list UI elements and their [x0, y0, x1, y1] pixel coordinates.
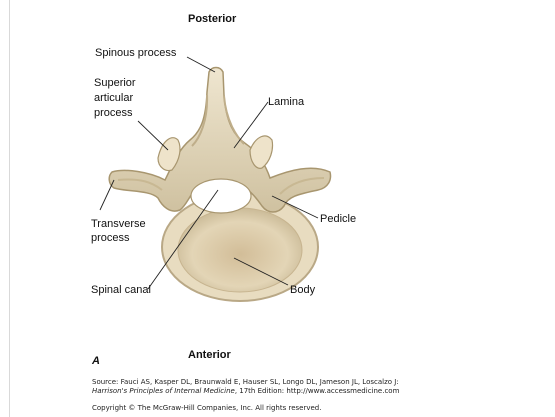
anterior-label: Anterior — [188, 349, 231, 362]
superior-articular-label-line1: Superior — [94, 77, 136, 90]
superior-articular-label-line2: articular — [94, 92, 133, 105]
transverse-process-label-line1: Transverse — [91, 218, 146, 231]
transverse-process-label-line2: process — [91, 232, 130, 245]
superior-articular-label-line3: process — [94, 107, 133, 120]
source-line-1: Source: Fauci AS, Kasper DL, Braunwald E… — [92, 378, 399, 387]
spinal-canal-label: Spinal canal — [91, 284, 151, 297]
lamina-label: Lamina — [268, 96, 304, 109]
spinous-process-label: Spinous process — [95, 47, 176, 60]
body-label: Body — [290, 284, 315, 297]
book-title: Harrison's Principles of Internal Medici… — [92, 387, 235, 395]
leader-superior-articular — [138, 121, 168, 150]
leader-spinous — [187, 57, 215, 72]
source-line-2: Harrison's Principles of Internal Medici… — [92, 387, 399, 396]
posterior-label: Posterior — [188, 13, 236, 26]
pedicle-label: Pedicle — [320, 213, 356, 226]
copyright-notice: Copyright © The McGraw-Hill Companies, I… — [92, 404, 321, 412]
source-edition: , 17th Edition: http://www.accessmedicin… — [235, 387, 400, 395]
source-citation: Source: Fauci AS, Kasper DL, Braunwald E… — [92, 378, 399, 396]
panel-letter: A — [92, 355, 100, 367]
leader-transverse — [100, 180, 114, 210]
spinal-canal — [191, 179, 251, 213]
superior-articular-process-right — [250, 136, 273, 168]
